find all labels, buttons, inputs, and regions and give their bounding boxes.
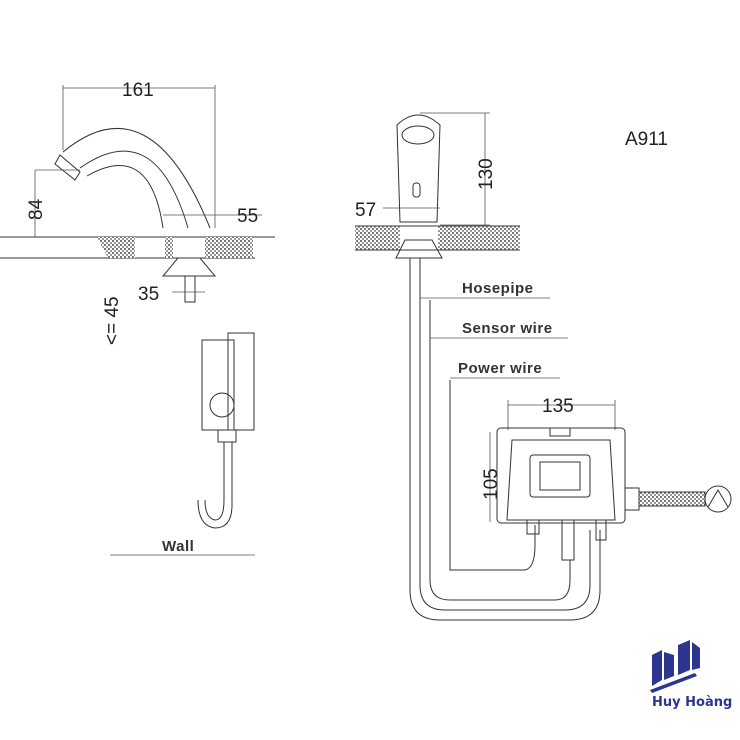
sensor-faucet-body bbox=[396, 114, 441, 223]
power-wire-label: Power wire bbox=[458, 360, 542, 377]
wall-label: Wall bbox=[162, 538, 194, 555]
mounting-nut bbox=[161, 257, 217, 277]
side-view: 161 84 55 35 <= 45 bbox=[0, 80, 275, 345]
angle-valve bbox=[704, 485, 732, 513]
control-box: 135 105 bbox=[481, 396, 732, 561]
dimension-box-width: 135 bbox=[542, 396, 574, 417]
dimension-box-height: 105 bbox=[481, 468, 502, 500]
nozzle bbox=[54, 154, 81, 181]
spout-outer bbox=[62, 127, 211, 229]
counter-section-front bbox=[355, 226, 400, 250]
braided-inlet-hose bbox=[638, 491, 706, 507]
wall-view: Wall bbox=[110, 332, 255, 556]
huy-hoang-logo: Huy Hoàng bbox=[650, 640, 732, 710]
dimension-deck-thickness: <= 45 bbox=[102, 296, 123, 345]
logo-text: Huy Hoàng bbox=[652, 695, 732, 710]
dimension-front-height: 130 bbox=[476, 158, 497, 190]
dimension-front-width: 57 bbox=[355, 200, 376, 221]
sensor-wire-label: Sensor wire bbox=[462, 320, 553, 337]
dimension-height: 84 bbox=[26, 198, 47, 220]
dimension-base: 55 bbox=[237, 206, 258, 227]
counter-section bbox=[97, 237, 135, 258]
hosepipe-label: Hosepipe bbox=[462, 280, 534, 297]
sensor-window bbox=[412, 182, 421, 198]
model-number: A911 bbox=[625, 129, 668, 150]
dimension-shank: 35 bbox=[138, 284, 159, 305]
dimension-width: 161 bbox=[122, 80, 154, 101]
front-view: A911 130 57 Hosepipe Sensor wire Power w… bbox=[355, 112, 668, 621]
